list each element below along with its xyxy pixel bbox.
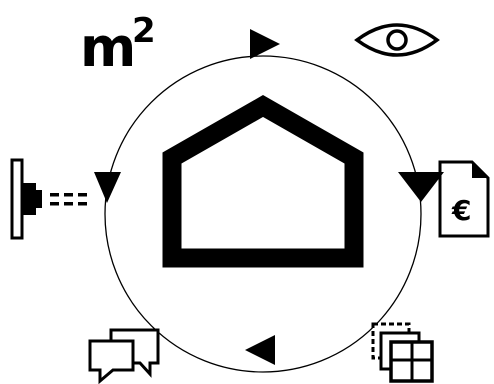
arrow-right — [398, 172, 444, 202]
area-unit: m — [80, 16, 136, 79]
eye-icon — [354, 23, 440, 57]
floor-plans-icon — [371, 322, 434, 383]
house-outline-icon — [162, 95, 364, 268]
speech-bubbles-icon — [88, 328, 160, 384]
area-label: m 2 — [80, 11, 156, 79]
arrow-top — [250, 29, 280, 59]
invoice-euro-icon: € — [438, 160, 490, 238]
currency-symbol: € — [451, 194, 471, 227]
area-exponent: 2 — [132, 11, 156, 51]
arrow-bottom — [245, 335, 275, 365]
arrow-left — [94, 172, 121, 203]
meter-icon — [10, 158, 87, 240]
cycle-circle — [104, 55, 422, 373]
